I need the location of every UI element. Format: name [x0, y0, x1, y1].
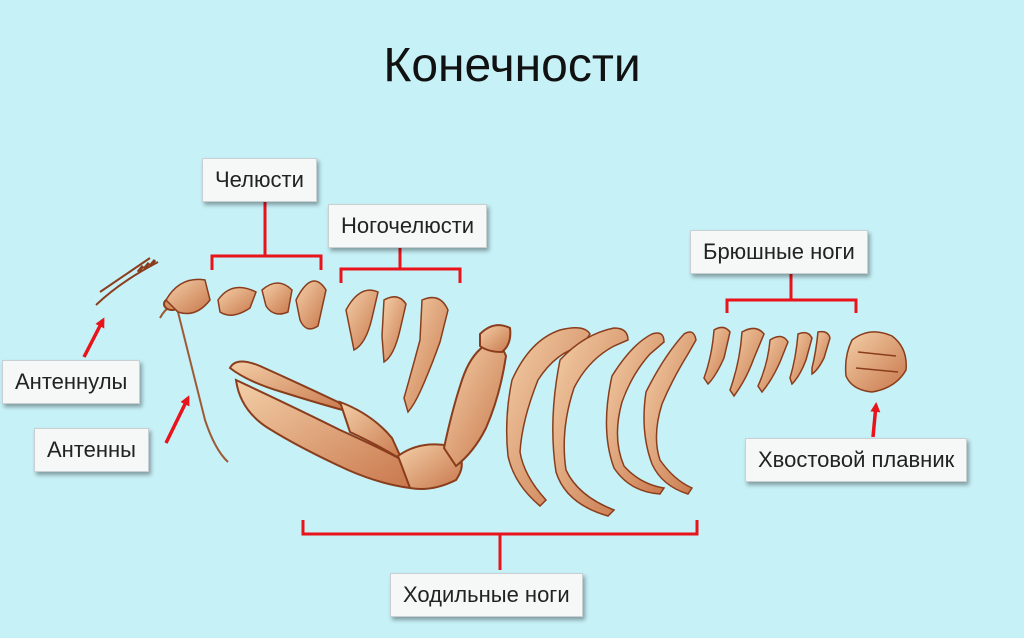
- slide-title: Конечности: [383, 39, 641, 92]
- maxillipeds-bracket: [339, 247, 462, 283]
- maxillipeds-illustration: [345, 289, 449, 414]
- walking-legs-bracket: [301, 520, 699, 570]
- tail-fan-illustration: [844, 331, 907, 393]
- jaws-illustration: [165, 278, 327, 330]
- tail-fan-arrow: [870, 402, 881, 438]
- jaws-bracket: [210, 199, 323, 270]
- maxillipeds-label: Ногочелюсти: [328, 204, 488, 248]
- walking-legs-label: Ходильные ноги: [390, 573, 583, 617]
- swimmerets-bracket: [725, 272, 858, 313]
- antennules-label: Антеннулы: [2, 360, 141, 404]
- antennules-illustration: [95, 257, 159, 306]
- tail-fan-label: Хвостовой плавник: [745, 438, 968, 482]
- swimmerets-label: Брюшные ноги: [690, 230, 868, 274]
- swimmerets-illustration: [703, 326, 831, 398]
- antennae-arrow: [164, 395, 190, 444]
- antennules-arrow: [82, 317, 105, 358]
- claw-illustration: [228, 324, 512, 490]
- antennae-label: Антенны: [34, 428, 149, 472]
- jaws-label: Челюсти: [202, 158, 317, 202]
- walking-legs-illustration: [505, 327, 697, 517]
